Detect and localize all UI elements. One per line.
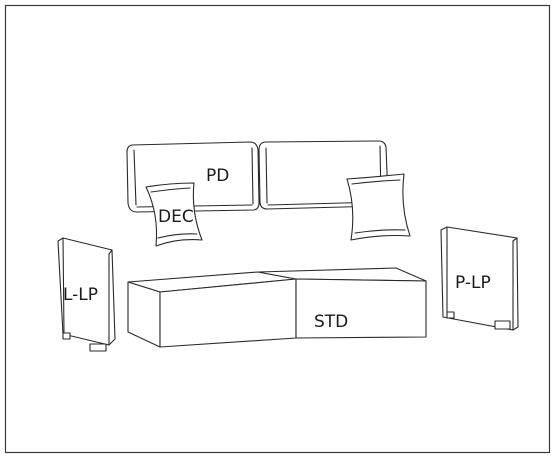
label-back-cushion: PD <box>206 166 229 186</box>
decor-pillow-left <box>145 182 203 247</box>
decor-pillow-right <box>346 173 411 241</box>
seat-module <box>127 267 427 348</box>
right-armrest <box>440 226 519 331</box>
label-right-armrest: P-LP <box>455 273 491 293</box>
label-seat-module: STD <box>314 312 348 332</box>
left-armrest <box>57 237 116 352</box>
label-left-armrest: L-LP <box>63 285 98 305</box>
diagram-border <box>4 4 551 454</box>
label-decor-pillow: DEC <box>158 207 194 227</box>
